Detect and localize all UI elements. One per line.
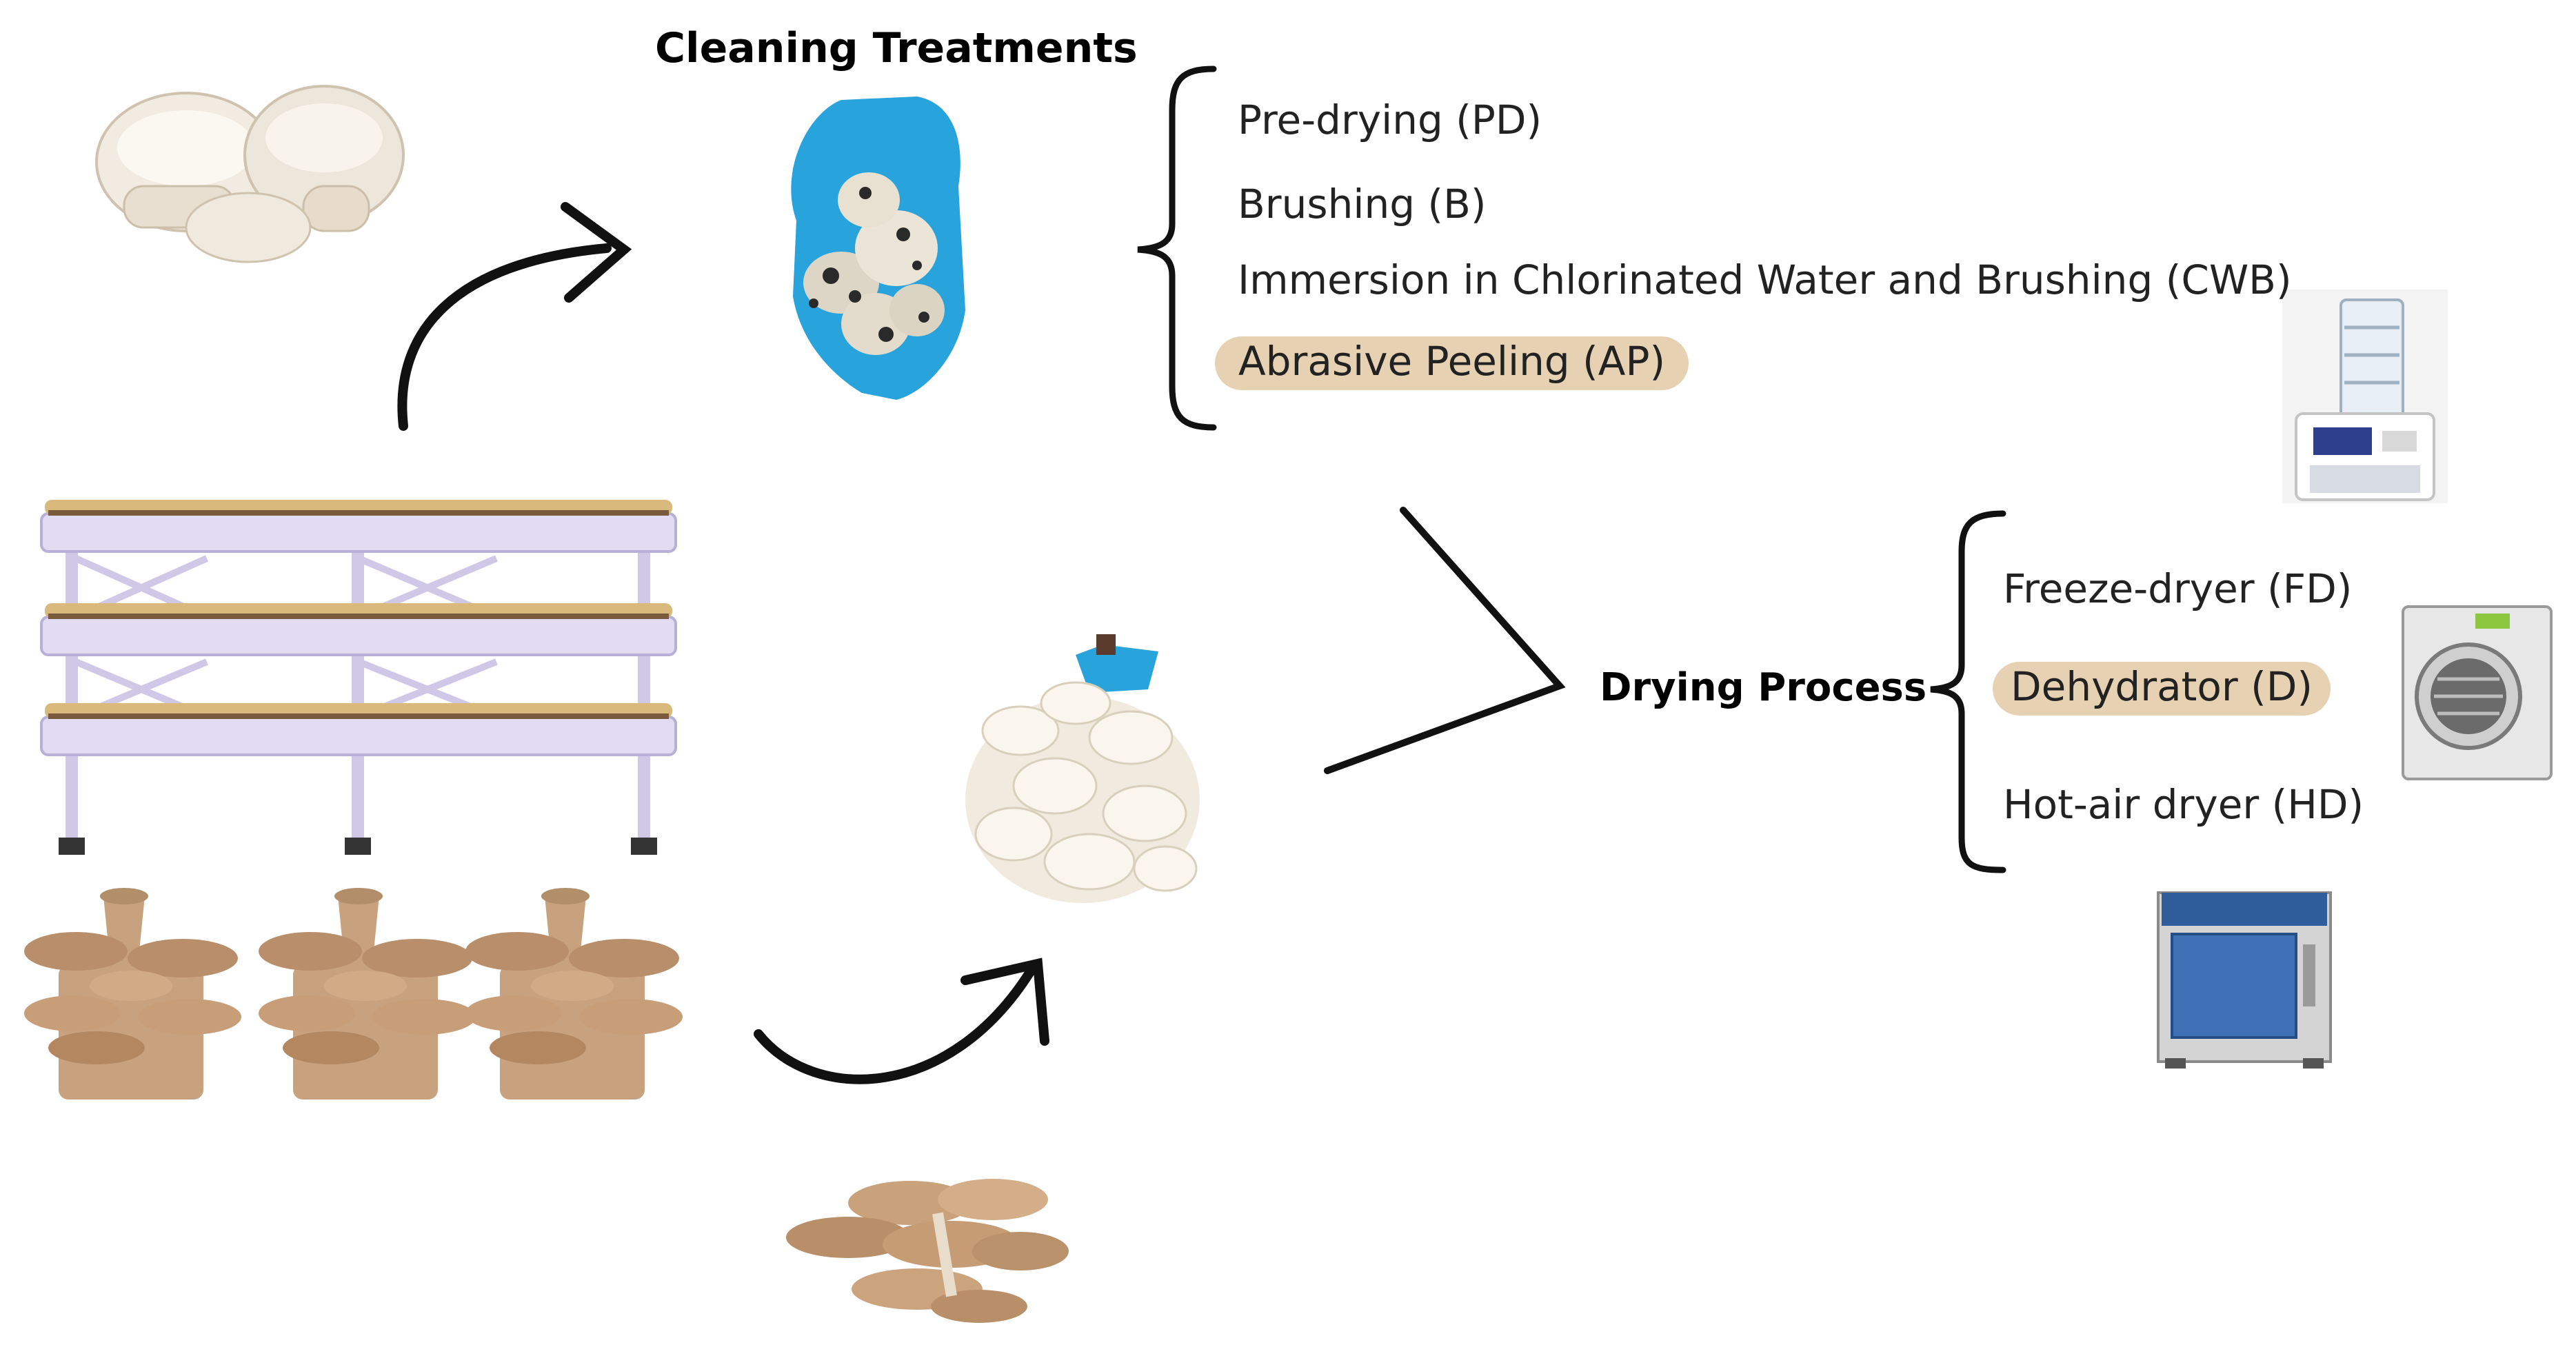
cleaning-item-ap: Abrasive Peeling (AP): [1215, 336, 1689, 390]
drying-process-title: Drying Process: [1600, 665, 1927, 710]
drying-item-d: Dehydrator (D): [1993, 662, 2331, 716]
hot-air-oven-icon: [2157, 891, 2332, 1069]
drying-bracket: [1930, 510, 2006, 873]
mushroom-growing-shelf-icon: [40, 500, 677, 855]
drying-item-fd: Freeze-dryer (FD): [2003, 565, 2353, 612]
drying-item-hd: Hot-air dryer (HD): [2003, 781, 2364, 828]
gloved-hand-oyster-mushroom-icon: [965, 634, 1200, 903]
curved-arrow-down-icon: [754, 958, 1049, 1084]
oyster-mushroom-cluster-icon: [786, 1179, 1069, 1323]
cleaning-item-pd: Pre-drying (PD): [1238, 97, 1542, 143]
curved-arrow-up-icon: [397, 202, 632, 431]
cleaning-bracket: [1137, 65, 1217, 431]
lab-freeze-dryer-icon: [2282, 290, 2448, 503]
button-mushroom-icon: [95, 85, 405, 263]
gloved-hand-dirty-mushrooms-icon: [791, 97, 965, 400]
home-freeze-dryer-icon: [2402, 605, 2553, 780]
cleaning-treatments-title: Cleaning Treatments: [655, 24, 1138, 72]
merge-arrow-icon: [1324, 507, 1566, 774]
cleaning-item-b: Brushing (B): [1238, 181, 1487, 227]
cleaning-item-cwb: Immersion in Chlorinated Water and Brush…: [1238, 256, 2292, 303]
oyster-mushroom-bags-icon: [24, 888, 683, 1100]
